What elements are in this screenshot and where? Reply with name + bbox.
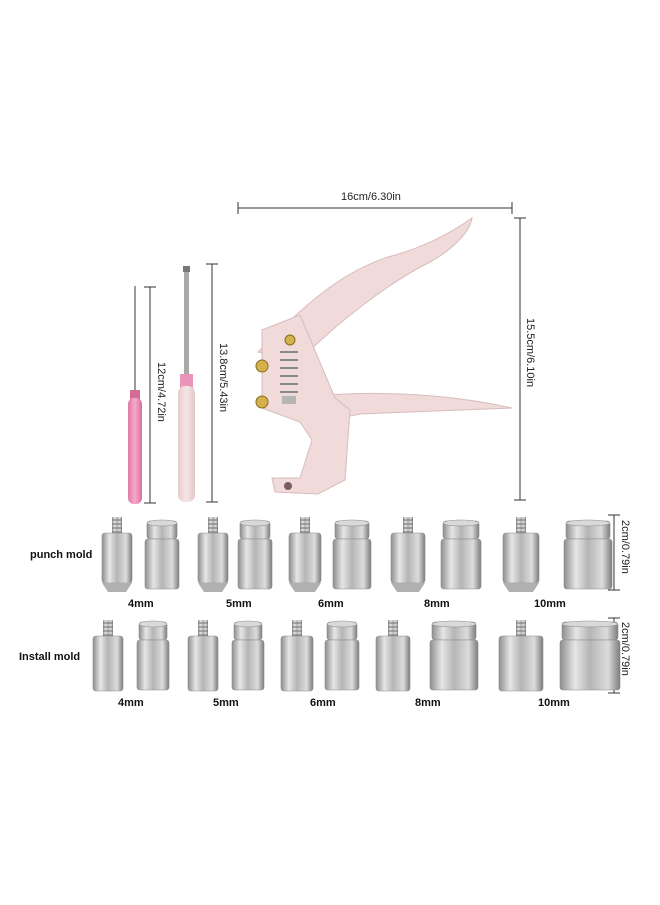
punch-die-female [440,519,482,590]
punch-size-label: 5mm [226,598,252,610]
screwdriver-length-label: 13.8cm/5.43in [217,343,229,413]
awl-tool [128,286,142,504]
snap-plier [255,216,513,495]
plier-height-label: 15.5cm/6.10in [524,318,536,388]
punch-mold-label: punch mold [30,549,93,561]
awl-length-label: 12cm/4.72in [155,362,167,422]
die-tip [198,583,228,592]
install-mold-row [92,620,621,692]
punch-die-female [144,519,180,590]
install-die-female [136,620,170,691]
install-size-label: 4mm [118,697,144,709]
die-tip [102,583,132,592]
awl-dimension-lines [144,286,156,504]
punch-die-male [288,517,322,584]
plier-width-label: 16cm/6.30in [341,191,401,203]
install-die-male [92,620,124,692]
punch-size-label: 8mm [424,598,450,610]
die-tip [391,583,425,592]
install-die-female [324,620,360,691]
punch-die-male [197,517,229,584]
install-die-female [559,620,621,691]
punch-mold-height-label: 2cm/0.79in [619,520,631,574]
install-die-male [280,620,314,692]
install-die-female [231,620,265,691]
punch-die-female [563,519,613,590]
punch-die-male [502,517,540,584]
plier-dimension-lines [237,202,526,501]
install-die-male [375,620,411,692]
punch-die-female [237,519,273,590]
punch-size-label: 10mm [534,598,566,610]
punch-die-male [390,517,426,584]
punch-size-label: 6mm [318,598,344,610]
punch-die-female [332,519,372,590]
install-size-label: 6mm [310,697,336,709]
die-tip [503,583,539,592]
install-die-male [498,620,544,692]
install-size-label: 8mm [415,697,441,709]
install-die-male [187,620,219,692]
die-tip [289,583,321,592]
install-size-label: 10mm [538,697,570,709]
punch-size-label: 4mm [128,598,154,610]
screwdriver-tool [178,266,195,502]
screwdriver-dimension-lines [206,263,218,503]
install-die-female [429,620,479,691]
install-mold-height-label: 2cm/0.79in [619,622,631,676]
install-mold-label: Install mold [19,651,81,663]
punch-die-male [101,517,133,584]
punch-mold-row [101,517,613,592]
install-size-label: 5mm [213,697,239,709]
